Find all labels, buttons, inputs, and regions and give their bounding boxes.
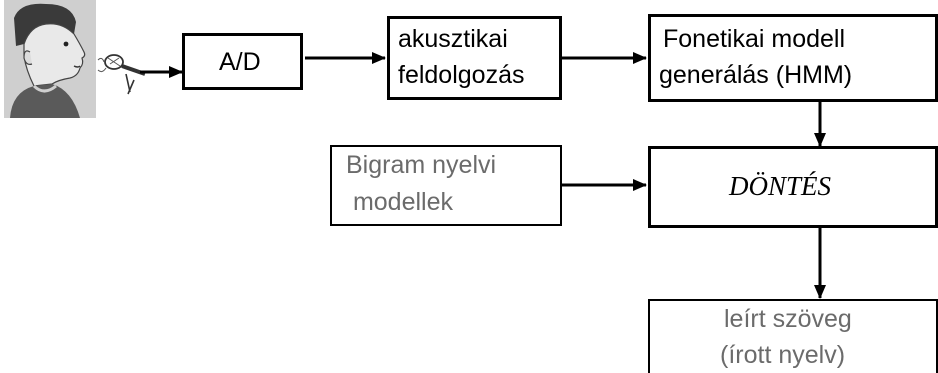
bigram-language-model-line1: Bigram nyelvi <box>346 151 497 179</box>
speaker-illustration <box>4 0 146 118</box>
phonetic-model-line1: Fonetikai modell <box>663 25 846 53</box>
acoustic-processing-box: akusztikai feldolgozás <box>387 16 562 100</box>
bigram-language-model-box: Bigram nyelvi modellek <box>330 145 562 226</box>
decision-label: DÖNTÉS <box>729 171 832 201</box>
phonetic-model-box: Fonetikai modell generálás (HMM) <box>648 14 938 102</box>
phonetic-model-line2: generálás (HMM) <box>659 61 853 89</box>
acoustic-processing-line2: feldolgozás <box>398 61 525 89</box>
transcribed-text-box: leírt szöveg (írott nyelv) <box>648 299 938 373</box>
bigram-language-model-line2: modellek <box>346 188 453 216</box>
ad-converter-box: A/D <box>182 33 303 90</box>
transcribed-text-line1: leírt szöveg <box>724 305 852 333</box>
ad-converter-label: A/D <box>219 48 261 76</box>
decision-box: DÖNTÉS <box>648 146 938 228</box>
transcribed-text-line2: (írott nyelv) <box>720 341 846 369</box>
person-speaking-icon <box>4 0 96 118</box>
acoustic-processing-line1: akusztikai <box>398 25 508 53</box>
